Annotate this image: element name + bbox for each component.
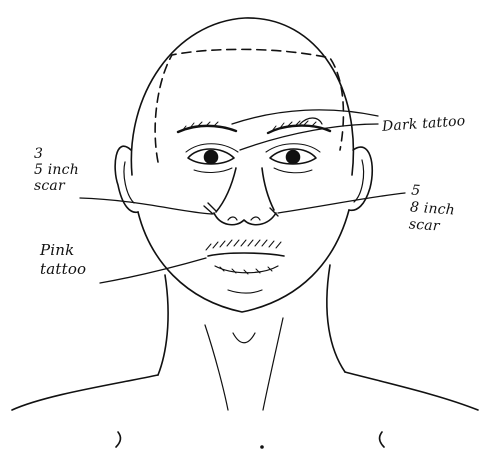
forehead-line-1 [232, 110, 378, 124]
neck-tendon-right [263, 318, 283, 410]
under-eye-right [274, 168, 312, 173]
left-pupil [205, 151, 218, 164]
collar-left [116, 432, 120, 447]
nose-base [214, 213, 276, 225]
left-ear-inner [124, 162, 134, 203]
chin-crease [228, 290, 262, 293]
label-left-scar: 3 5 inch scar [34, 146, 79, 194]
neck-left [158, 275, 168, 375]
forehead-mark [300, 118, 322, 124]
lip-tattoo-line [100, 258, 206, 283]
neck-tendon-left [205, 325, 228, 410]
scar-left-line [80, 198, 212, 214]
mouth-line [208, 253, 284, 256]
collar-right [380, 432, 384, 447]
neck-right [327, 265, 345, 372]
jaw-outline [138, 210, 349, 312]
left-brow [178, 126, 236, 132]
shoulder-right [345, 372, 478, 410]
scar-right-line [278, 193, 405, 213]
sternal-dot [261, 446, 263, 448]
shoulder-left [12, 375, 158, 410]
nose-left [216, 168, 236, 212]
adams-apple [233, 333, 255, 343]
under-eye-left [194, 168, 232, 172]
label-pink-tattoo: Pink tattoo [40, 241, 86, 279]
right-ear-inner [354, 160, 364, 202]
hairline-dashed [155, 49, 343, 162]
lip-tattoo-hatch [206, 240, 281, 274]
right-pupil [287, 151, 300, 164]
nose-right [262, 168, 274, 210]
label-right-scar: 5 8 inch scar [408, 182, 456, 236]
